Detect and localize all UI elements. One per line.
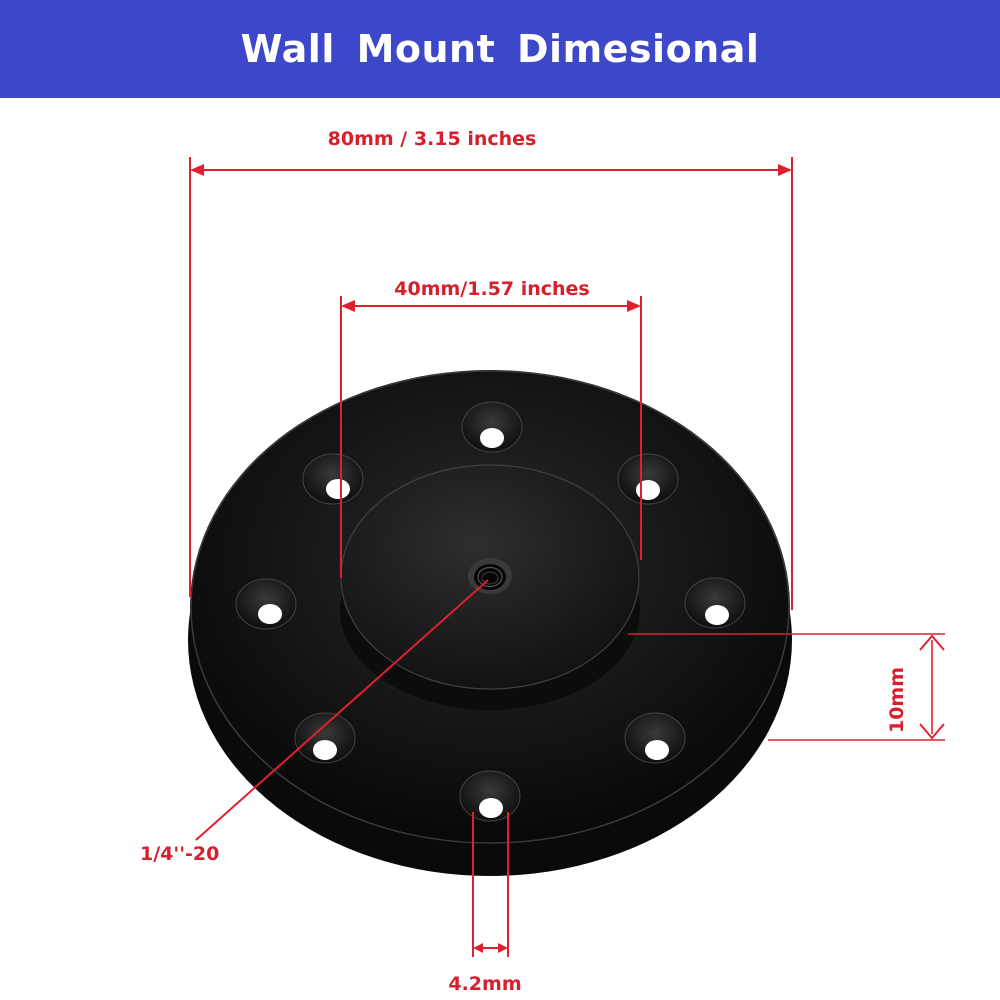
thread-callout-leader [195,579,489,841]
plate-rim-highlight [190,370,790,844]
thickness-label: 10mm [886,666,908,734]
hole-diameter-dimension [472,812,509,957]
thickness-dimension [628,633,945,741]
mounting-hole-upper-right [617,453,679,505]
mounting-hole-lower-right [624,712,686,764]
outer-diameter-label: 80mm / 3.15 inches [327,128,537,150]
title-banner: Wall Mount Dimesional [0,0,1000,98]
inner-diameter-label: 40mm/1.57 inches [394,278,590,300]
inner-diameter-dimension [340,296,642,578]
thread-size-label: 1/4''-20 [140,843,220,865]
mounting-hole-bottom [459,770,521,822]
mounting-hole-left [235,578,297,630]
threaded-center-hole [468,558,512,594]
mounting-hole-upper-left [302,453,364,505]
mounting-hole-top [461,401,523,453]
mounting-hole-lower-left [294,712,356,764]
page-title: Wall Mount Dimesional [240,27,760,71]
hole-diameter-label: 4.2mm [448,973,522,995]
outer-diameter-dimension [189,157,793,610]
mounting-hole-right [684,577,746,629]
